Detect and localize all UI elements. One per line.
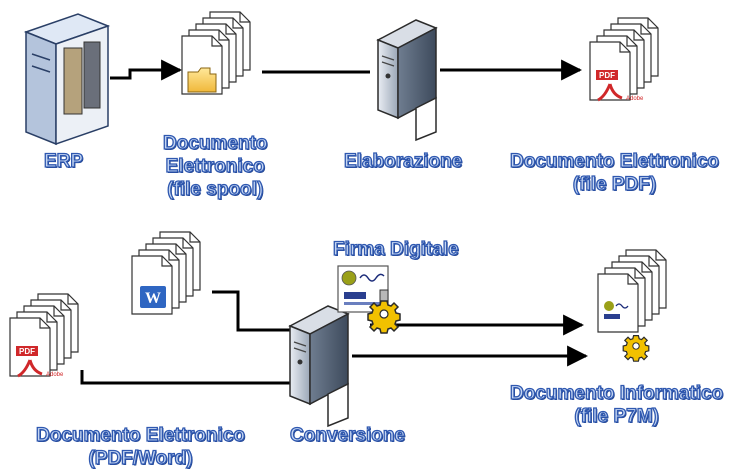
svg-text:PDF: PDF bbox=[19, 347, 35, 356]
connector-erp-to-spool bbox=[110, 59, 183, 81]
svg-text:Adobe: Adobe bbox=[46, 372, 64, 378]
p7m-document-stack-icon bbox=[598, 250, 666, 362]
connector-pdf-to-conversione bbox=[80, 370, 290, 385]
label-firma-digitale: Firma Digitale bbox=[332, 238, 459, 260]
word-document-stack-icon: W bbox=[132, 232, 200, 314]
label-line: (file spool) bbox=[167, 178, 264, 200]
label-line: (PDF/Word) bbox=[88, 447, 193, 469]
label-documento-informatico: Documento Informatico (file P7M) bbox=[509, 382, 724, 428]
label-line: Documento Elettronico bbox=[509, 150, 720, 172]
pdf-document-stack-icon: PDF Adobe bbox=[590, 18, 658, 102]
pdf-input-document-stack-icon: PDF Adobe bbox=[10, 294, 78, 378]
connector-word-to-conversione bbox=[212, 290, 296, 332]
svg-text:W: W bbox=[145, 290, 161, 307]
folder-icon bbox=[187, 67, 217, 93]
label-line: (file P7M) bbox=[574, 405, 660, 427]
label-line: Documento bbox=[162, 132, 268, 154]
label-documento-elettronico-pdf: Documento Elettronico (file PDF) bbox=[509, 150, 720, 196]
label-line: Elettronico bbox=[165, 155, 266, 177]
label-documento-elettronico-pdfword: Documento Elettronico (PDF/Word) bbox=[35, 424, 246, 470]
gear-icon bbox=[367, 289, 401, 334]
erp-server-icon bbox=[23, 13, 111, 146]
label-conversione: Conversione bbox=[289, 424, 406, 446]
spool-document-stack-icon bbox=[182, 12, 250, 94]
svg-text:Adobe: Adobe bbox=[626, 96, 644, 102]
label-documento-elettronico-spool: Documento Elettronico (file spool) bbox=[162, 132, 268, 201]
svg-text:PDF: PDF bbox=[599, 71, 615, 80]
label-elaborazione: Elaborazione bbox=[343, 150, 463, 172]
signature-certificate-icon bbox=[337, 265, 389, 313]
label-erp: ERP bbox=[43, 150, 84, 172]
conversione-server-icon bbox=[289, 305, 349, 428]
label-line: Documento Informatico bbox=[509, 382, 724, 404]
label-line: (file PDF) bbox=[572, 173, 657, 195]
elaborazione-server-icon bbox=[377, 19, 437, 142]
label-line: Documento Elettronico bbox=[35, 424, 246, 446]
